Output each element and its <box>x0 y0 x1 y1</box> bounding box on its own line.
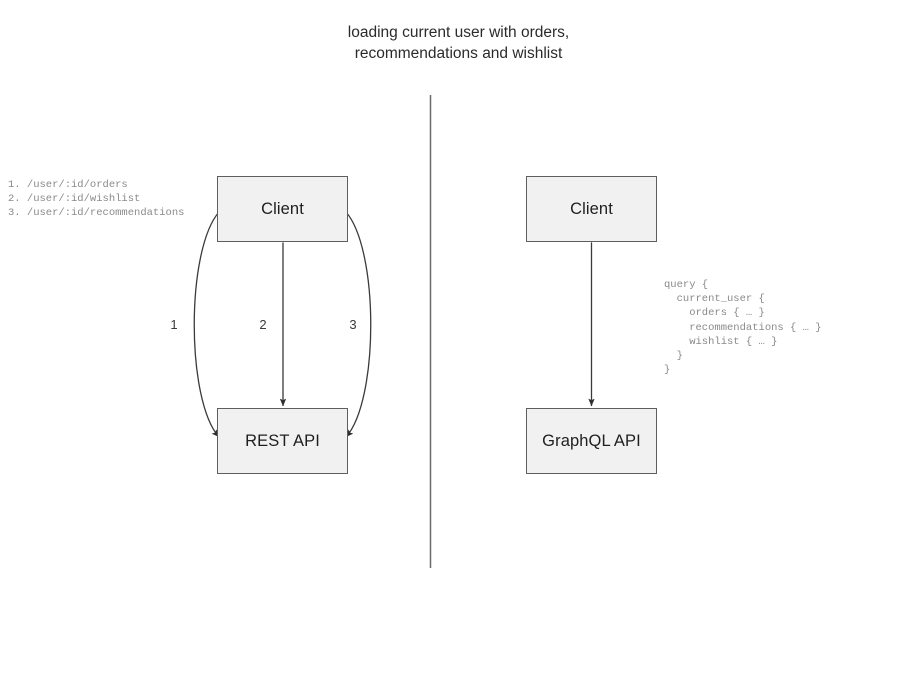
graphql-query-snippet: query { current_user { orders { … } reco… <box>664 279 822 377</box>
node-graphql-api[interactable]: GraphQL API <box>526 408 657 474</box>
diagram-title: loading current user with orders, recomm… <box>347 24 570 62</box>
node-client-rest[interactable]: Client <box>217 176 348 242</box>
edge-label-1: 1 <box>170 317 178 332</box>
edge-1-path <box>193 204 227 438</box>
node-client-graphql[interactable]: Client <box>526 176 657 242</box>
edge-label-2: 2 <box>259 317 267 332</box>
node-rest-api[interactable]: REST API <box>217 408 348 474</box>
edge-label-3: 3 <box>349 317 357 332</box>
rest-endpoint-list: 1. /user/:id/orders 2. /user/:id/wishlis… <box>8 179 185 220</box>
